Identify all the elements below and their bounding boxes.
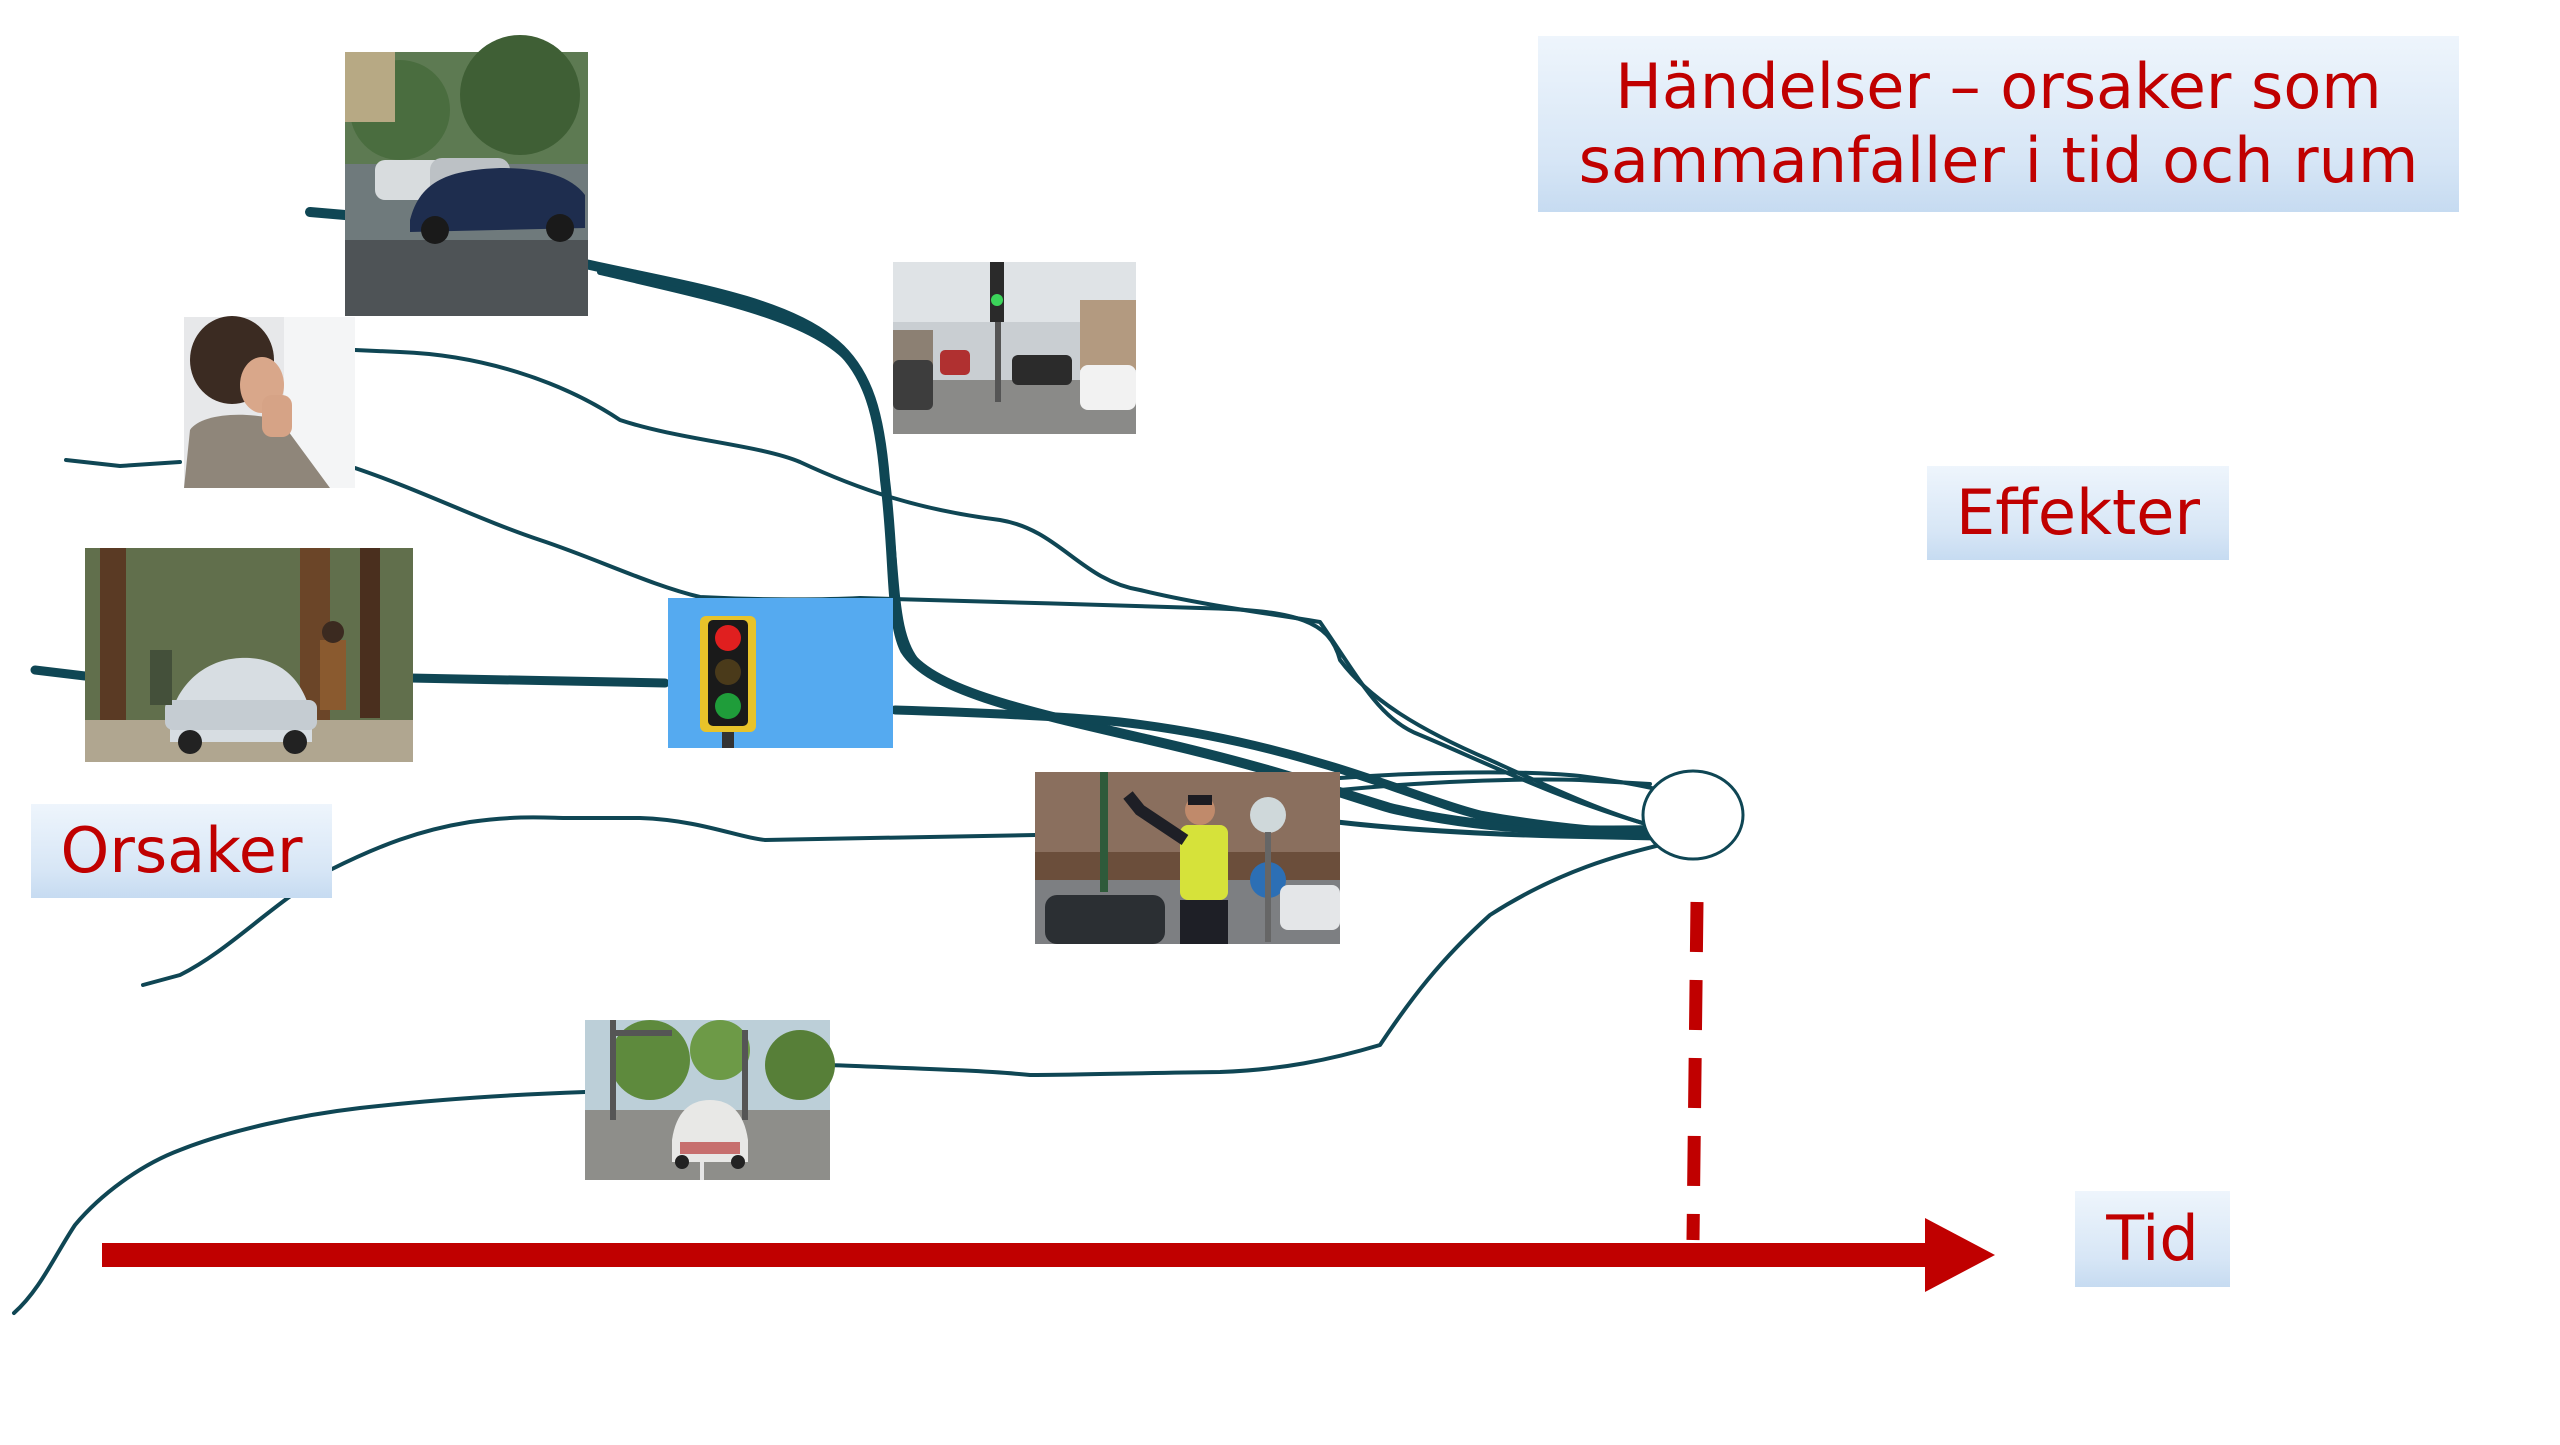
causal-line-phone — [64, 348, 1652, 827]
title-line-2: sammanfaller i tid och rum — [1578, 124, 2419, 197]
causal-line-converge-a — [1338, 770, 1662, 792]
person-on-phone-photo — [184, 316, 355, 488]
causes-label: Orsaker — [31, 804, 332, 898]
causal-line-converge-b — [1317, 817, 1663, 841]
effect-time-marker — [1686, 901, 1704, 1241]
causal-line-bottom — [12, 843, 1662, 1315]
car-at-intersection-photo — [585, 1020, 835, 1180]
car-stop-in-forest-photo — [85, 548, 413, 762]
causal-line-phone-b — [353, 466, 1662, 830]
police-directing-traffic-photo — [1035, 772, 1340, 944]
causal-line-parked-cars-b — [597, 269, 923, 668]
causal-line-middle — [141, 777, 1652, 987]
street-green-light-photo — [893, 262, 1136, 434]
diagram-title: Händelser – orsaker som sammanfaller i t… — [1538, 36, 2459, 212]
effects-label: Effekter — [1927, 466, 2229, 560]
title-line-1: Händelser – orsaker som — [1615, 49, 2382, 123]
time-label: Tid — [2075, 1191, 2230, 1287]
traffic-light-icon — [668, 598, 893, 748]
effect-node — [1641, 769, 1745, 861]
time-axis-arrow — [102, 1218, 1995, 1292]
parked-cars-photo — [345, 35, 588, 316]
